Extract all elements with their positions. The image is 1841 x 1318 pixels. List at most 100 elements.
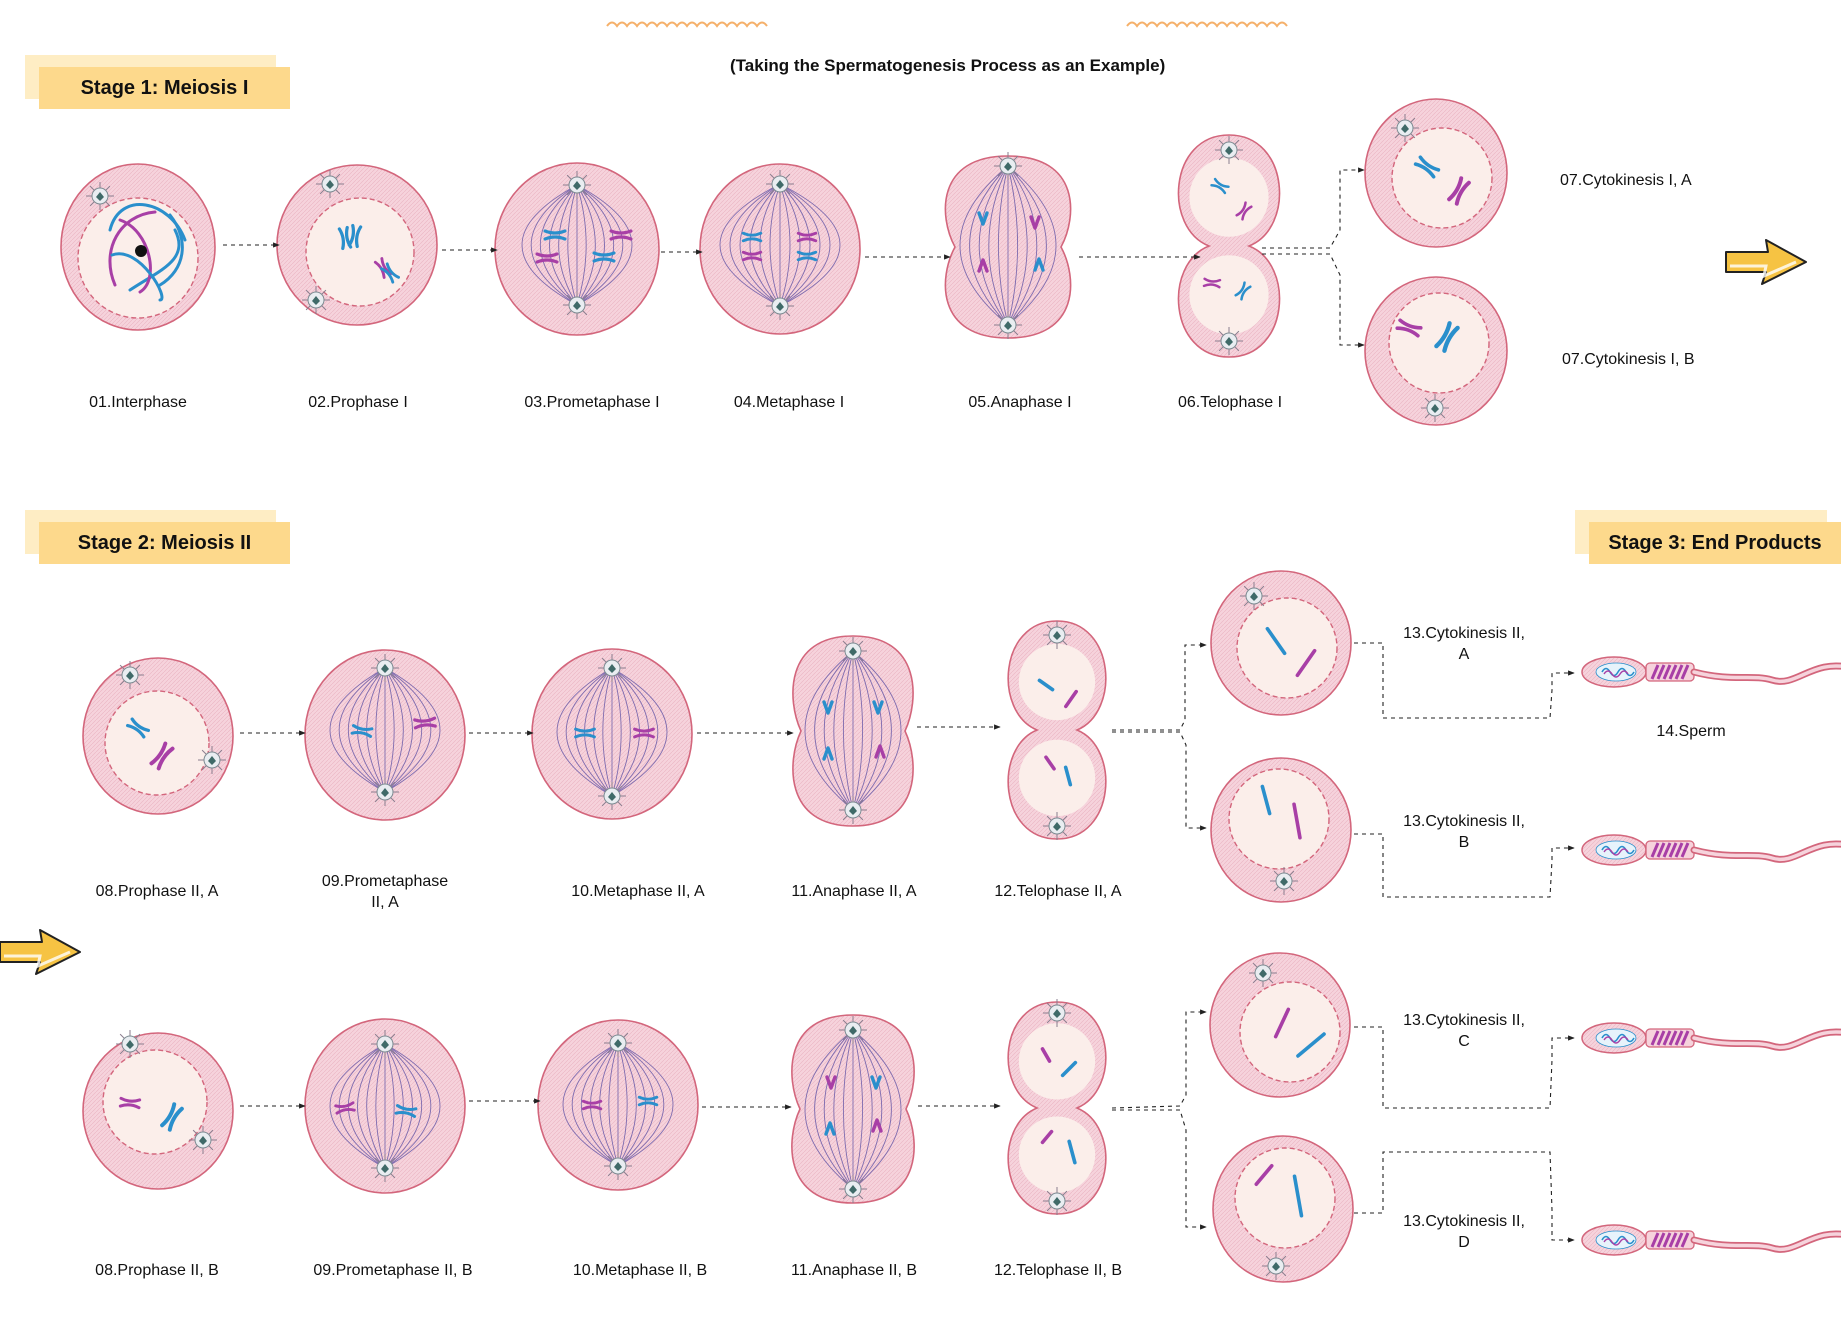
nucleus	[305, 197, 415, 307]
label-interphase: 01.Interphase	[89, 394, 187, 411]
cell-cytokinesis-1b	[1364, 276, 1508, 426]
sperm-a	[1581, 656, 1841, 688]
cell-anaphase-2a	[792, 635, 914, 827]
chromosome-magenta	[535, 252, 559, 264]
centrosome	[839, 1175, 867, 1203]
arrow-6-7b	[1262, 253, 1365, 348]
chromatid-magenta	[1040, 1129, 1054, 1145]
chromosome-blue	[1210, 177, 1230, 195]
chromosome-magenta	[609, 229, 633, 241]
cell-metaphase-1	[699, 163, 861, 335]
centrosome	[1043, 999, 1071, 1027]
label-sperm: 14.Sperm	[1656, 723, 1726, 740]
label-prophase-1: 02.Prophase I	[308, 394, 408, 411]
cell-telophase-2b	[1007, 999, 1107, 1215]
centrosome	[563, 171, 591, 199]
centrosome	[1262, 1252, 1290, 1280]
chromatid-magenta	[1040, 1047, 1052, 1063]
label-cytokinesis-2c-line1: 13.Cytokinesis II,	[1403, 1012, 1525, 1029]
centrosome	[371, 654, 399, 682]
chromosome-blue	[824, 1121, 836, 1136]
chromatin-strand	[118, 218, 152, 294]
nucleus-top	[1018, 643, 1096, 721]
chromosome-magenta	[871, 1118, 883, 1133]
spindle	[804, 650, 902, 811]
chromosome-blue	[543, 229, 567, 241]
chromosome-magenta	[118, 1096, 142, 1110]
sperm-nucleus	[1595, 662, 1637, 682]
chromosome-blue	[1234, 281, 1252, 301]
chromatid-blue	[1265, 626, 1287, 656]
chromosome-blue	[394, 1104, 418, 1118]
centrosome	[86, 182, 114, 210]
centrosome	[1240, 582, 1268, 610]
centrosome	[302, 286, 330, 314]
sperm-nucleus	[1595, 1230, 1637, 1250]
centrosome	[839, 796, 867, 824]
stage-2-heading: Stage 2: Meiosis II	[25, 510, 290, 564]
spindle	[804, 1029, 902, 1190]
wavy-line-right	[1126, 21, 1288, 28]
label-anaphase-2b: 11.Anaphase II, B	[790, 1262, 917, 1279]
cell-prometaphase-2a	[304, 649, 466, 821]
arrow-from-stage-1	[0, 929, 81, 975]
label-cytokinesis-2a-line2: A	[1458, 646, 1470, 663]
sperm-b	[1581, 834, 1841, 866]
chromosome-magenta	[1029, 215, 1041, 230]
cell-telophase-2a	[1007, 620, 1107, 840]
chromatid-blue	[1296, 1032, 1326, 1058]
chromosome-magenta	[1395, 318, 1423, 338]
chromosome-blue	[1434, 321, 1460, 353]
arrow-to-stage-2	[1725, 239, 1807, 285]
cell-prophase-2a	[82, 657, 234, 815]
arrow-12a-13b	[1112, 731, 1207, 831]
chromatid-blue	[1292, 1174, 1304, 1218]
sperm-d	[1581, 1224, 1841, 1256]
nucleus-bottom	[1018, 739, 1096, 817]
centrosome	[994, 152, 1022, 180]
centrosome	[1215, 327, 1243, 355]
centrosome	[371, 1154, 399, 1182]
arrow-13c-14c	[1354, 1026, 1575, 1109]
nucleus-bottom	[1189, 255, 1269, 335]
label-metaphase-2b: 10.Metaphase II, B	[572, 1262, 708, 1279]
chromatin-strand	[128, 228, 181, 292]
chromatid-blue	[1067, 1139, 1077, 1165]
label-cytokinesis-1b: 07.Cytokinesis I, B	[1562, 351, 1695, 368]
stage-2-label: Stage 2: Meiosis II	[39, 522, 290, 564]
centrosome	[116, 1030, 144, 1058]
chromosome-blue	[741, 231, 763, 243]
chromosome-magenta	[413, 716, 437, 730]
chromosome-blue	[125, 717, 151, 739]
centrosome	[598, 782, 626, 810]
chromosome-blue	[592, 251, 616, 263]
wavy-line-left	[606, 21, 768, 28]
sperm-c	[1581, 1022, 1841, 1054]
arrow-6-7a	[1262, 167, 1365, 249]
cell-prophase-1	[276, 164, 438, 326]
chromosome-blue	[977, 211, 989, 226]
chromosome-blue	[637, 1095, 659, 1107]
chromosome-blue	[822, 700, 834, 715]
centrosome	[1043, 1187, 1071, 1215]
centrosome	[563, 291, 591, 319]
arrow-13d-14d	[1354, 1151, 1575, 1243]
spindle	[329, 667, 441, 793]
chromosome-blue	[1033, 257, 1045, 272]
centrosome	[371, 778, 399, 806]
chromatid-blue	[1063, 765, 1073, 787]
label-prometaphase-2a-line1: 09.Prometaphase	[321, 873, 449, 890]
chromosome-magenta	[977, 258, 989, 273]
cell-anaphase-2b	[791, 1014, 915, 1204]
cell-interphase	[60, 163, 216, 331]
label-telophase-2a: 12.Telophase II, A	[994, 883, 1122, 900]
cell-cytokinesis-2c	[1209, 952, 1351, 1098]
chromatid-magenta	[1273, 1007, 1291, 1039]
chromosome-magenta	[825, 1075, 837, 1090]
label-cytokinesis-2d-line2: D	[1458, 1234, 1470, 1251]
chromosome-blue	[796, 250, 818, 262]
centrosome	[1421, 394, 1449, 422]
label-prophase-2a: 08.Prophase II, A	[95, 883, 219, 900]
